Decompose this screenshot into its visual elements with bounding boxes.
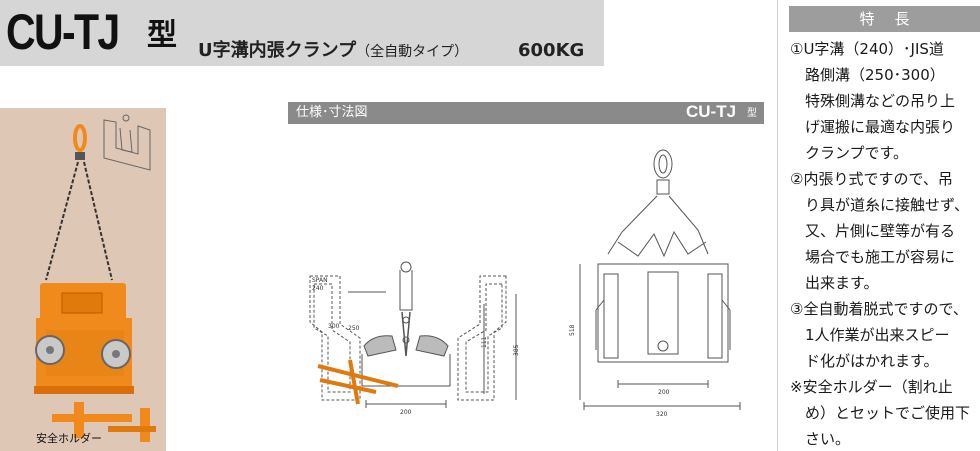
dim-width-bottom-front: 200 [658, 389, 670, 396]
feature-line: 特殊側溝などの吊り上 [790, 92, 956, 110]
feature-line: 出来ます。 [790, 274, 879, 292]
feature-line: 場合でも施工が容易に [790, 248, 956, 266]
side-view-diagram [309, 261, 517, 408]
spec-model: CU-TJ [686, 102, 737, 121]
dim-b-label: 300 [328, 323, 340, 330]
dim-height-left: 111 [481, 336, 488, 348]
model-suffix: 型 [147, 18, 177, 53]
spec-model-suffix: 型 [747, 108, 757, 119]
chain-icon [45, 161, 113, 281]
front-view-diagram [579, 149, 741, 410]
feature-line: ※安全ホルダー（割れ止 [790, 378, 953, 396]
feature-line: さい。 [790, 430, 851, 448]
feature-line: り具が道糸に接触せず、 [790, 196, 969, 214]
feature-line: げ運搬に最適な内張り [790, 118, 956, 136]
product-title: U字溝内張クランプ（全自動タイプ） [198, 40, 468, 63]
dim-height-front: 518 [569, 324, 576, 336]
dim-c-label: 250 [348, 325, 360, 332]
safety-holder-label: 安全ホルダー [36, 432, 102, 445]
safety-holder [52, 402, 156, 442]
dim-width-total-front: 320 [656, 411, 668, 418]
clamp-body [34, 283, 134, 394]
feature-line: 路側溝（250･300） [790, 66, 945, 84]
dim-a-value: 240 [312, 285, 324, 292]
feature-line: ②内張り式ですので、吊 [790, 170, 953, 188]
hook-icon [73, 124, 87, 160]
dim-width-bottom-left: 200 [400, 409, 412, 416]
capacity-label: 600KG [518, 40, 585, 61]
feature-line: 1人作業が出来スピー [790, 326, 950, 344]
feature-line: め）とセットでご使用下 [790, 404, 971, 422]
feature-line: 又、片側に壁等が有る [790, 222, 956, 240]
feature-line: クランプです。 [790, 144, 909, 162]
dim-a-label: SPAN [312, 277, 328, 284]
feature-line: ド化がはかれます。 [790, 352, 939, 370]
features-title: 特長 [859, 10, 930, 28]
model-code: CU-TJ [6, 4, 120, 60]
inset-sketch [103, 114, 151, 171]
spec-header-bar [288, 102, 764, 124]
feature-line: ①U字溝（240）･JIS道 [790, 40, 944, 58]
features-header [789, 6, 980, 32]
diagram-safety-holder [317, 359, 399, 405]
dimension-diagram: SPAN 240 300 250 111 385 200 200 320 518 [309, 149, 741, 418]
product-photo [34, 114, 156, 442]
features-divider [777, 0, 778, 451]
header-band [0, 0, 604, 66]
spec-title: 仕様･寸法図 [296, 105, 368, 120]
product-title-sub: （全自動タイプ） [356, 44, 469, 60]
feature-line: ③全自動着脱式ですので、 [790, 300, 968, 318]
dim-h-a: 385 [513, 344, 520, 356]
product-title-main: U字溝内張クランプ [198, 40, 357, 61]
